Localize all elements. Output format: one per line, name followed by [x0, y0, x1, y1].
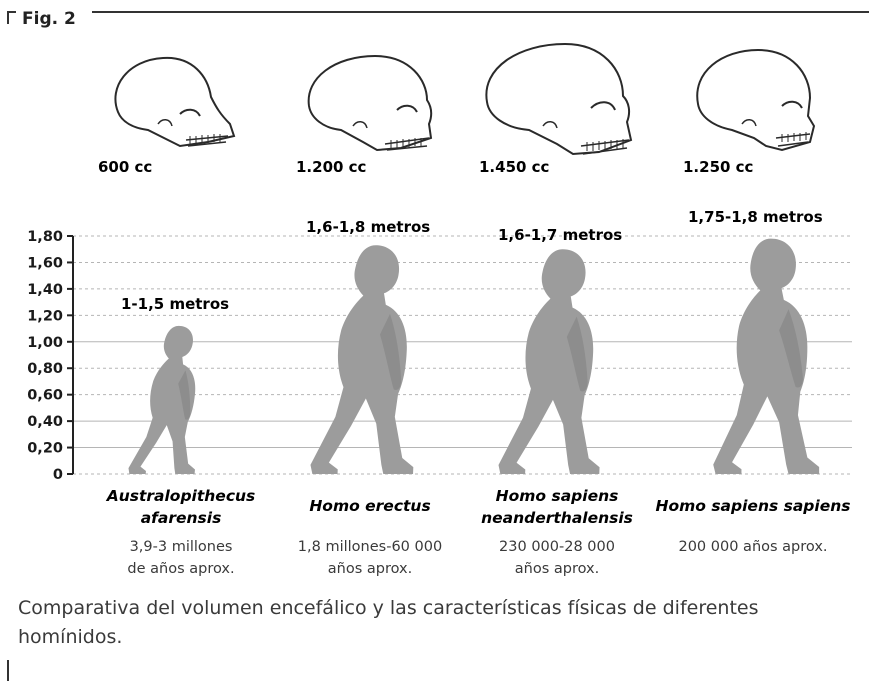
species-name: Homo sapiens sapiens	[656, 497, 851, 515]
hominid-body	[713, 238, 820, 474]
y-tick-label: 0,20	[27, 441, 63, 457]
species-dates: 1,8 millones-60 000	[298, 539, 442, 555]
figure-homo-sapiens-sapiens	[713, 238, 820, 474]
hominid-body	[310, 245, 414, 474]
figure-label: Fig. 2	[22, 9, 76, 29]
y-tick-label: 1,20	[27, 308, 63, 324]
species-dates: años aprox.	[328, 561, 412, 577]
y-tick-label: 1,40	[27, 282, 63, 298]
skull-homo-neanderthalensis	[485, 42, 633, 156]
species-name: Homo erectus	[309, 497, 430, 515]
y-tick-label: 1,00	[27, 335, 63, 351]
y-tick-label: 0,40	[27, 414, 63, 430]
y-tick-label: 1,60	[27, 255, 63, 271]
skull-homo-sapiens-sapiens	[696, 48, 816, 152]
skull-volume-label: 1.450 cc	[479, 158, 549, 176]
hominid-silhouettes	[128, 238, 820, 474]
figure-homo-erectus	[310, 245, 414, 474]
skull-volume-label: 600 cc	[98, 158, 152, 176]
skull-row	[114, 42, 816, 156]
hominid-body	[498, 249, 600, 474]
hominid-arm	[379, 313, 402, 390]
height-label-sapiens: 1,75-1,8 metros	[688, 208, 823, 226]
y-tick-label: 0,80	[27, 361, 63, 377]
height-label-homo-erectus: 1,6-1,8 metros	[306, 218, 430, 236]
skull-volume-label: 1.250 cc	[683, 158, 753, 176]
hominid-body	[128, 325, 196, 474]
species-name: Australopithecus	[106, 487, 256, 505]
species-dates: años aprox.	[515, 561, 599, 577]
chart-gridlines	[73, 235, 852, 475]
y-tick-label: 1,80	[27, 229, 63, 245]
species-dates: 3,9-3 millones	[130, 539, 233, 555]
species-name: Homo sapiens	[496, 487, 619, 505]
figure-frame-corner	[7, 11, 16, 24]
hominid-arm	[566, 316, 588, 392]
height-label-australopithecus: 1-1,5 metros	[121, 295, 229, 313]
skull-australopithecus	[114, 56, 236, 148]
height-label-neanderthal: 1,6-1,7 metros	[498, 226, 622, 244]
skull-volume-label: 1.200 cc	[296, 158, 366, 176]
figure-australopithecus	[128, 325, 196, 474]
species-name: neanderthalensis	[481, 509, 633, 527]
hominid-arm	[178, 370, 191, 420]
skull-homo-erectus	[307, 54, 433, 152]
figure-caption: Comparativa del volumen encefálico y las…	[18, 597, 759, 648]
hominid-arm	[779, 309, 803, 388]
figure-neanderthal	[498, 249, 600, 474]
species-dates: 200 000 años aprox.	[678, 539, 827, 555]
y-tick-label: 0,60	[27, 388, 63, 404]
species-name: afarensis	[141, 509, 222, 527]
species-dates: 230 000-28 000	[499, 539, 615, 555]
y-tick-label: 0	[53, 467, 63, 483]
species-dates: de años aprox.	[127, 561, 234, 577]
y-axis-ticks: 1,80 1,60 1,40 1,20 1,00 0,80 0,60 0,40 0,20 0	[27, 229, 73, 483]
